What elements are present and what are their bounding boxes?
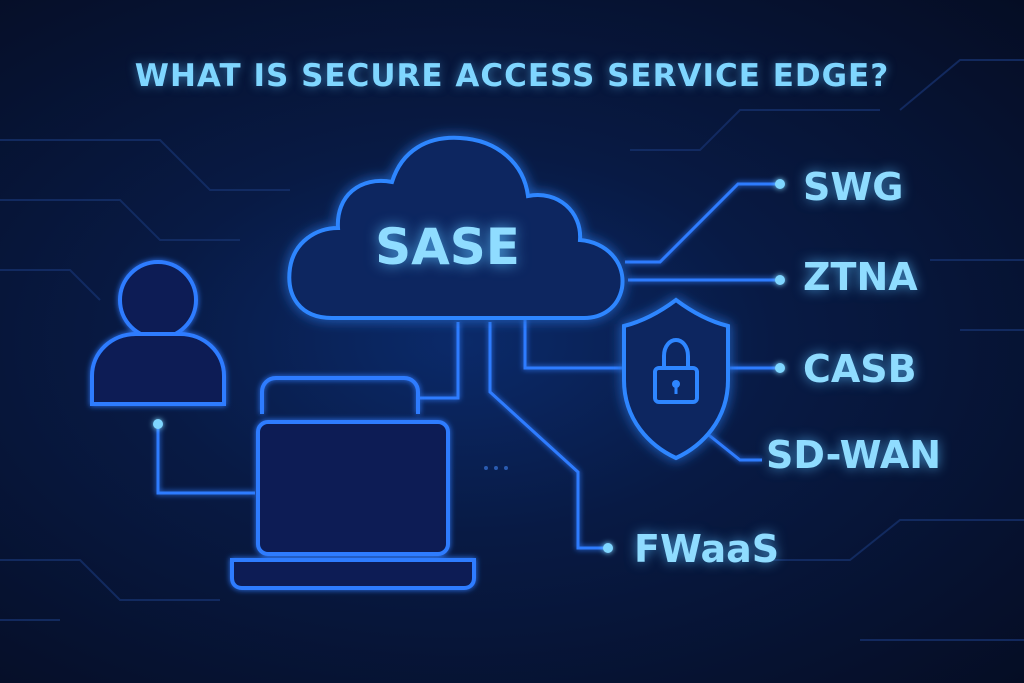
component-label-ztna: ZTNA (803, 255, 918, 299)
component-label-swg: SWG (803, 165, 904, 209)
laptop-icon (230, 376, 476, 590)
dot-fwaas (603, 543, 613, 553)
connector-swg (625, 182, 778, 264)
shield-lock-icon (622, 297, 730, 461)
connector-laptop (420, 322, 460, 400)
dot-swg (775, 179, 785, 189)
connector-dots (153, 179, 785, 553)
page-title: WHAT IS SECURE ACCESS SERVICE EDGE? (134, 58, 890, 94)
cloud-icon (287, 135, 625, 320)
connector-fwaas (488, 322, 608, 550)
dot-ztna (775, 275, 785, 285)
decorative-dots (484, 466, 508, 470)
background-circuit-traces (0, 59, 1024, 641)
connector-user (156, 426, 255, 495)
dot-casb (775, 363, 785, 373)
connector-sdwan (704, 430, 762, 462)
component-label-sdwan: SD-WAN (766, 433, 942, 477)
user-icon (90, 260, 226, 406)
component-label-casb: CASB (803, 347, 917, 391)
dot-user (153, 419, 163, 429)
sase-label: SASE (375, 218, 520, 276)
component-label-fwaas: FWaaS (634, 527, 780, 571)
